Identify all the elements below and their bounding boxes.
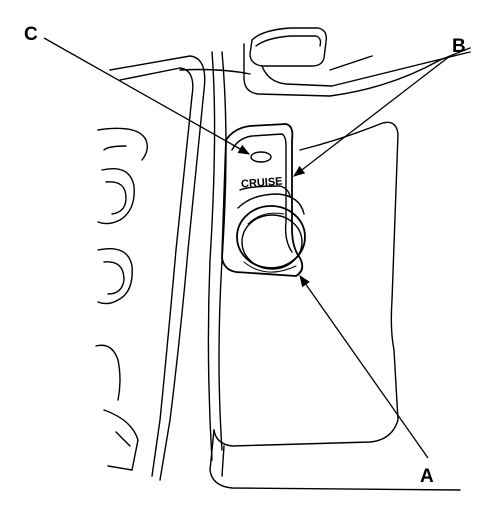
leader-line-a (299, 275, 429, 459)
leader-line-b (293, 55, 451, 177)
cruise-switch (221, 123, 305, 277)
callout-label-c: C (24, 24, 38, 45)
upper-trim (179, 47, 471, 97)
left-pillar (109, 51, 227, 481)
leader-line-c (43, 37, 251, 155)
callout-label-a: A (420, 466, 434, 487)
callout-label-b: B (452, 36, 466, 57)
left-vents (95, 127, 149, 471)
cruise-switch-label: CRUISE (241, 176, 283, 191)
upper-knob (243, 27, 333, 97)
console-panel (209, 121, 461, 491)
cruise-knob (236, 205, 306, 273)
